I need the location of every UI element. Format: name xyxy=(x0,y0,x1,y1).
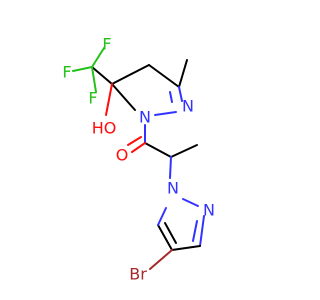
pyrazoline-nitrogen-1: N xyxy=(139,108,151,127)
bond-n2p-c3p-double-b xyxy=(192,220,198,242)
trifluoromethyl-bonds xyxy=(72,47,113,93)
bond-c4p-br xyxy=(149,249,173,270)
bond-c3-n2-double-a xyxy=(178,86,183,102)
carbonyl-bonds xyxy=(127,124,198,179)
bond-c-o-double-b xyxy=(127,136,142,146)
pyrazole-nitrogen-2: N xyxy=(203,201,215,220)
pyrazoline-nitrogen-2: N xyxy=(182,97,194,116)
bond-c3-n2-double-b xyxy=(169,91,173,103)
bond-c-o-double-a xyxy=(131,142,146,153)
bond-c5p-n1p xyxy=(157,207,167,226)
bond-c-f2 xyxy=(72,66,93,72)
bond-n2-n1 xyxy=(154,111,177,116)
bond-c-f1 xyxy=(91,47,105,68)
atom-labels: F F F N N HO O N N Br xyxy=(62,35,215,284)
bond-alpha-n-pyrazole xyxy=(169,156,172,179)
carbonyl-oxygen: O xyxy=(116,146,129,165)
molecule-structure: F F F N N HO O N N Br xyxy=(62,35,215,284)
bond-n2p-c3p-double-a xyxy=(199,215,205,247)
pyrazole-ring-bonds xyxy=(149,198,205,270)
bromine-atom: Br xyxy=(129,265,147,284)
fluorine-atom-1: F xyxy=(102,35,111,54)
fluorine-atom-2: F xyxy=(62,63,71,82)
pyrazole-nitrogen-1: N xyxy=(167,179,179,198)
bond-n1p-n2p xyxy=(182,198,199,207)
bond-c4p-c5p xyxy=(157,224,173,251)
fluorine-atom-3: F xyxy=(88,89,97,108)
bond-n1-c5 xyxy=(111,83,136,111)
bond-carbonyl-c-alpha xyxy=(144,142,172,158)
bond-c5-cf3 xyxy=(91,66,113,85)
pyrazoline-ring-bonds xyxy=(111,59,188,116)
bond-c4-c3 xyxy=(148,64,180,88)
bond-c5-c4 xyxy=(111,64,150,85)
bond-c4p-c5p-double xyxy=(164,222,177,244)
hydroxyl-group: HO xyxy=(92,119,117,138)
bond-c3p-c4p xyxy=(171,245,201,251)
bond-c5-oh xyxy=(105,83,113,116)
bond-c-f3 xyxy=(91,66,97,93)
bond-c3-methyl xyxy=(178,59,188,88)
bond-alpha-methyl xyxy=(170,144,198,158)
